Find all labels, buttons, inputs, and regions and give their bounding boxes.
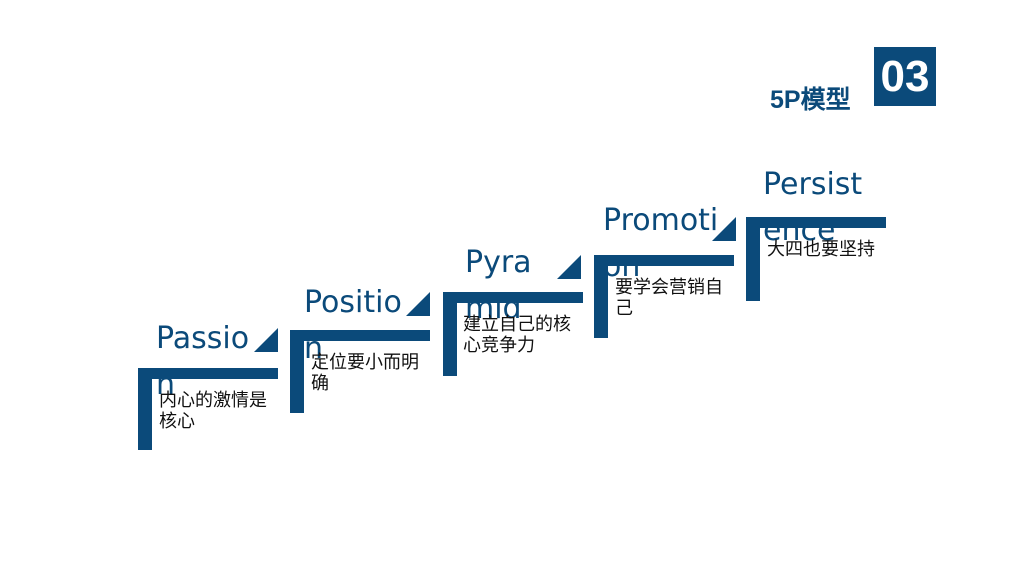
step-word: Passion xyxy=(156,321,250,402)
step-bracket-top xyxy=(138,368,278,379)
step-description: 要学会营销自己 xyxy=(615,277,723,319)
step-bracket-left xyxy=(290,330,304,413)
step-triangle-icon xyxy=(557,255,581,279)
step-position: Position 定位要小而明确 xyxy=(290,280,440,420)
step-description: 大四也要坚持 xyxy=(767,239,875,260)
step-word: Promotion xyxy=(603,203,719,284)
step-bracket-left xyxy=(443,292,457,376)
step-description: 定位要小而明确 xyxy=(311,352,419,394)
step-triangle-icon xyxy=(406,292,430,316)
step-bracket-left xyxy=(594,255,608,338)
step-description: 内心的激情是核心 xyxy=(159,390,267,432)
section-title: 5P模型 xyxy=(770,86,851,114)
step-persistence: Persistence 大四也要坚持 xyxy=(746,162,896,302)
step-bracket-left xyxy=(746,217,760,301)
step-triangle-icon xyxy=(712,217,736,241)
step-bracket-top xyxy=(594,255,734,266)
step-triangle-icon xyxy=(254,328,278,352)
step-bracket-top xyxy=(443,292,583,303)
section-number-badge: 03 xyxy=(874,47,936,106)
step-bracket-left xyxy=(138,368,152,450)
step-passion: Passion 内心的激情是核心 xyxy=(138,316,288,456)
step-description: 建立自己的核心竞争力 xyxy=(463,314,571,356)
step-pyramid: Pyramid 建立自己的核心竞争力 xyxy=(443,240,593,380)
step-bracket-top xyxy=(290,330,430,341)
step-bracket-top xyxy=(746,217,886,228)
step-promotion: Promotion 要学会营销自己 xyxy=(594,198,744,338)
